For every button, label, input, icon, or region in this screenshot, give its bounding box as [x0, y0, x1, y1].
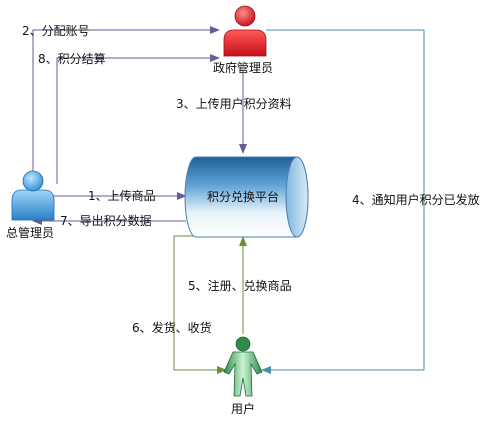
user-label: 用户 — [231, 401, 255, 416]
chief-admin-node: 总管理员 — [6, 170, 55, 240]
gov-admin-label: 政府管理员 — [213, 60, 273, 75]
edge-8-label: 8、积分结算 — [38, 51, 106, 66]
edge-6-ship-receive — [173, 235, 227, 374]
edge-5-label: 5、注册、兑换商品 — [188, 278, 292, 293]
platform-node: 积分兑换平台 — [184, 156, 309, 238]
edge-2-assign-account — [32, 26, 220, 172]
platform-cylinder-cap — [285, 156, 309, 238]
user-node: 用户 — [223, 336, 263, 416]
user-icon — [223, 351, 263, 397]
edge-4-label: 4、通知用户积分已发放 — [352, 192, 480, 207]
gov-admin-head-icon — [234, 5, 256, 27]
edge-1-label: 1、上传商品 — [88, 188, 156, 203]
edge-7-label: 7、导出积分数据 — [60, 213, 152, 228]
user-head-icon — [235, 336, 251, 352]
gov-admin-node: 政府管理员 — [213, 5, 273, 75]
edge-3-label: 3、上传用户积分资料 — [176, 96, 292, 111]
gov-admin-icon — [223, 29, 267, 57]
platform-label: 积分兑换平台 — [207, 189, 279, 204]
edge-8-settlement — [56, 54, 220, 184]
edge-2-label: 2、分配账号 — [22, 24, 90, 38]
chief-admin-label: 总管理员 — [6, 225, 54, 240]
edge-6-label: 6、发货、收货 — [132, 320, 212, 335]
chief-admin-head-icon — [22, 170, 44, 192]
chief-admin-icon — [11, 189, 55, 221]
edge-4-notify-user — [261, 29, 425, 374]
